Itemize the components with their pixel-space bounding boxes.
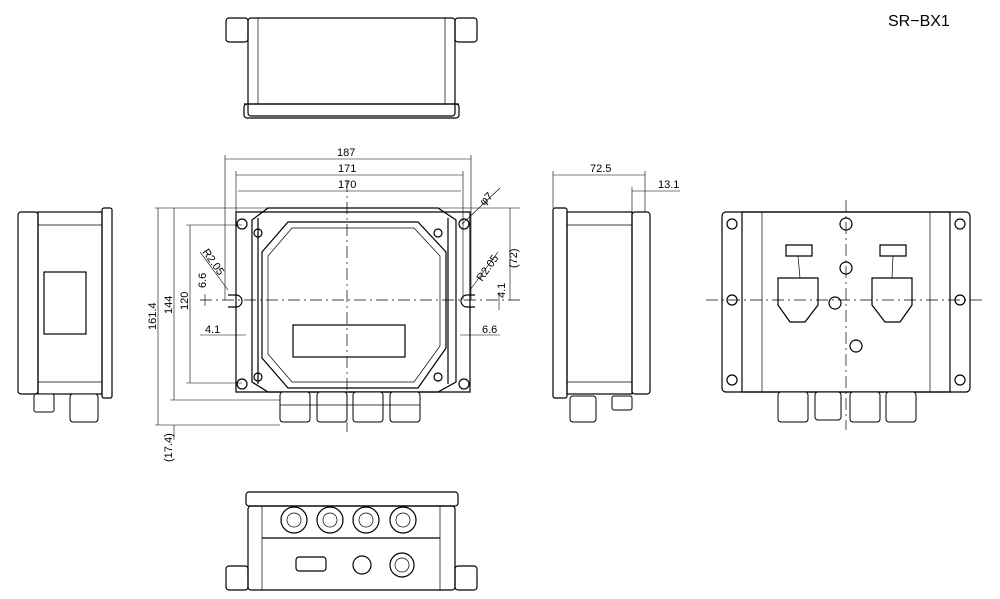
bottom-view bbox=[225, 491, 478, 591]
dim-161-4: 161.4 bbox=[147, 302, 159, 330]
dim-170: 170 bbox=[338, 179, 356, 191]
dim-half-height: (72) bbox=[508, 248, 520, 268]
round-connector bbox=[352, 555, 372, 575]
round-connector-large bbox=[389, 552, 415, 578]
dim-hole-diameter: φ7 bbox=[478, 190, 496, 208]
dim-120: 120 bbox=[179, 292, 191, 310]
right-side-view bbox=[552, 171, 680, 423]
model-label: SR−BX1 bbox=[888, 13, 950, 30]
back-view bbox=[706, 200, 985, 430]
dim-lid-depth: 13.1 bbox=[658, 179, 679, 191]
left-side-view bbox=[17, 207, 113, 423]
screws bbox=[253, 228, 443, 382]
dim-slot-right: 4.1 bbox=[496, 283, 508, 298]
top-view bbox=[225, 17, 478, 119]
cable-glands bbox=[279, 391, 421, 423]
dim-171: 171 bbox=[338, 163, 356, 175]
dim-144: 144 bbox=[163, 296, 175, 314]
dim-slot-left: 6.6 bbox=[197, 273, 209, 288]
dimension-lines bbox=[155, 155, 520, 440]
front-view bbox=[200, 180, 520, 432]
dim-depth: 72.5 bbox=[590, 163, 611, 175]
gland-nuts bbox=[280, 506, 417, 534]
dim-gland-height: (17.4) bbox=[163, 433, 175, 462]
mounting-holes bbox=[236, 218, 470, 390]
serial-connector bbox=[295, 556, 327, 572]
dim-offset-left: 4.1 bbox=[205, 324, 220, 336]
dim-offset-right: 6.6 bbox=[482, 324, 497, 336]
dim-187: 187 bbox=[337, 147, 355, 159]
dim-radius-right: R2.05 bbox=[475, 253, 502, 284]
